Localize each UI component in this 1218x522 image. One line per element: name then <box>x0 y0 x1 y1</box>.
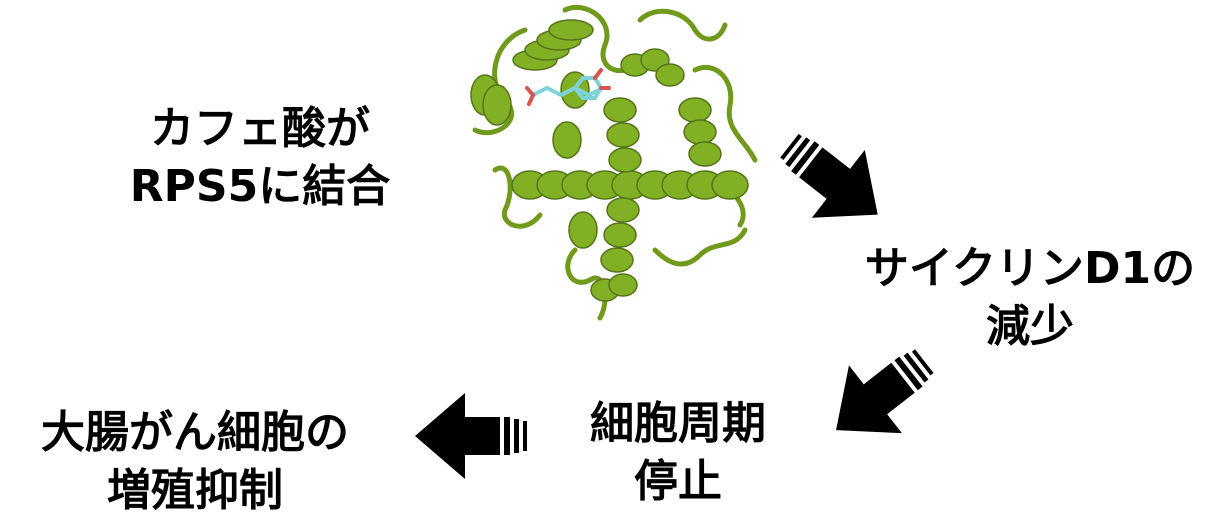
protein-helix <box>512 19 594 71</box>
arrow-down-left-icon <box>836 349 934 434</box>
protein-loop <box>637 8 728 42</box>
colon-cancer-inhibition-line1: 大腸がん細胞の <box>41 407 349 458</box>
cyclin-decrease-line1: サイクリンD1の <box>864 243 1196 294</box>
cyclin-decrease-label: サイクリンD1の 減少 <box>850 240 1210 356</box>
protein-helix <box>470 74 512 126</box>
caffeic-binding-line2: RPS5に結合 <box>129 161 391 212</box>
protein-helix <box>590 273 638 302</box>
cell-cycle-arrest-line2: 停止 <box>634 456 722 507</box>
colon-cancer-inhibition-line2: 増殖抑制 <box>107 465 283 516</box>
protein-loop <box>652 227 748 267</box>
caffeic-binding-label: カフェ酸が RPS5に結合 <box>95 100 425 216</box>
arrow-down-right-icon <box>780 133 878 218</box>
protein-loop <box>492 165 543 229</box>
caffeic-binding-line1: カフェ酸が <box>150 103 370 154</box>
protein-helix <box>511 170 749 200</box>
protein-loop <box>692 65 758 163</box>
protein-helix <box>678 97 722 167</box>
protein-helix <box>620 48 685 87</box>
caffeic-acid-ligand <box>525 68 611 106</box>
arrow-left-icon <box>415 393 527 479</box>
colon-cancer-inhibition-label: 大腸がん細胞の 増殖抑制 <box>0 404 390 520</box>
cell-cycle-arrest-label: 細胞周期 停止 <box>558 395 798 511</box>
cell-cycle-arrest-line1: 細胞周期 <box>590 398 766 449</box>
protein-structure-image <box>470 4 758 321</box>
cyclin-decrease-line2: 減少 <box>986 301 1074 352</box>
protein-helix <box>600 97 642 273</box>
